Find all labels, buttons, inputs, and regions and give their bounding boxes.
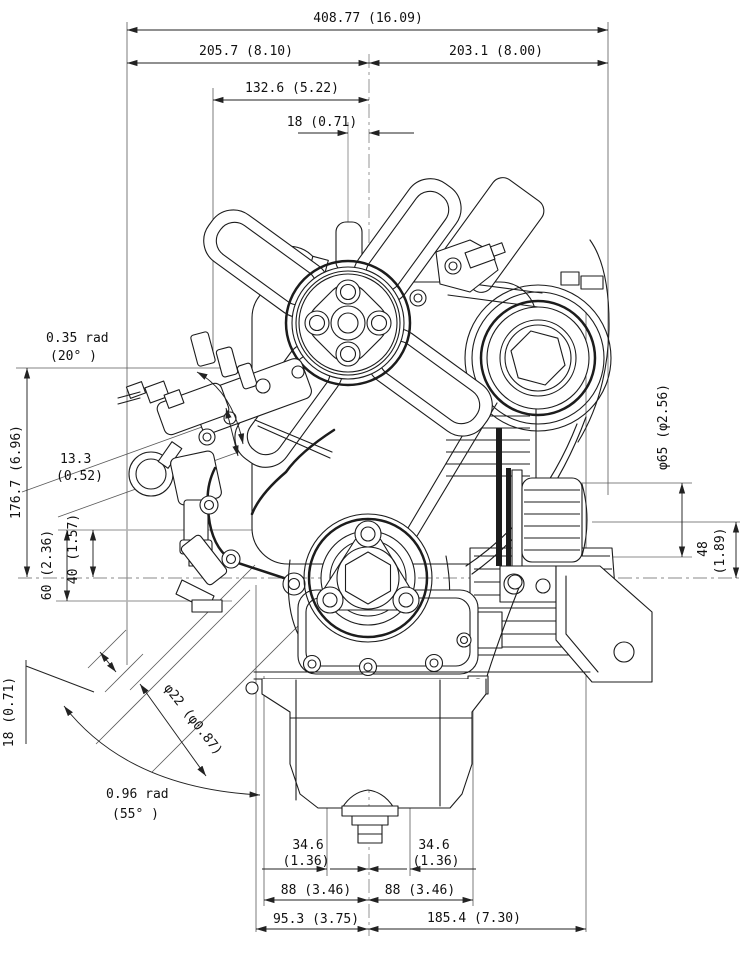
engine-mount-right [481,565,653,693]
dim-l346-in: (1.36) [283,854,330,869]
dim-drop-48-in: (1.89) [713,528,728,575]
dim-h40: 40 (1.57) [66,514,81,584]
dim-left-half: 205.7 (8.10) [199,44,293,59]
dim-angle-top: 0.35 rad [46,331,109,346]
oil-pan [245,678,487,844]
engine-drawing [117,177,653,844]
angle-arc-20deg [196,371,245,445]
dim-offset-133-in: (0.52) [56,469,103,484]
dimension-labels: 408.77 (16.09) 205.7 (8.10) 203.1 (8.00)… [2,11,728,927]
dim-r346: 34.6 [418,838,449,853]
dim-h60: 60 (2.36) [40,530,55,600]
dim-overall-width: 408.77 (16.09) [313,11,423,26]
muffler-edge-bar [496,428,502,566]
shroud-right-edge [577,239,610,443]
dim-r1854: 185.4 (7.30) [427,911,521,926]
crank-pulley [302,513,472,677]
engine-mount-left [175,428,336,613]
dim-drop-48: 48 [696,541,711,557]
drain-boss [341,805,399,817]
dim-filter-dia: φ65 (φ2.56) [656,384,671,470]
dim-top-offset: 18 (0.71) [287,115,357,130]
dim-hole-dia: φ22 (φ0.87) [160,681,225,758]
dimension-lines [23,26,740,933]
alternator-pulley [435,239,612,432]
dim-total-height: 176.7 (6.96) [9,425,24,519]
dim-l346: 34.6 [292,838,323,853]
hole-dia-leader [139,683,207,777]
dim-r88: 88 (3.46) [385,883,455,898]
hex-center-bolt [510,330,566,386]
dim-l953: 95.3 (3.75) [273,912,359,927]
fan-hub-pulley [284,259,412,387]
dim-offset-133: 13.3 [60,452,91,467]
dim-foot-18: 18 (0.71) [2,677,17,747]
hex-crank-bolt [344,551,392,605]
dim-r346-in: (1.36) [413,854,460,869]
dim-angle-bottom: 0.96 rad [106,787,169,802]
dim-right-half: 203.1 (8.00) [449,44,543,59]
dim-angle-bottom-deg: (55° ) [112,807,159,822]
dim-angle-top-deg: (20° ) [50,349,97,364]
dim-l88: 88 (3.46) [281,883,351,898]
dim-inner-width: 132.6 (5.22) [245,81,339,96]
angle-arc-55deg [63,705,261,798]
